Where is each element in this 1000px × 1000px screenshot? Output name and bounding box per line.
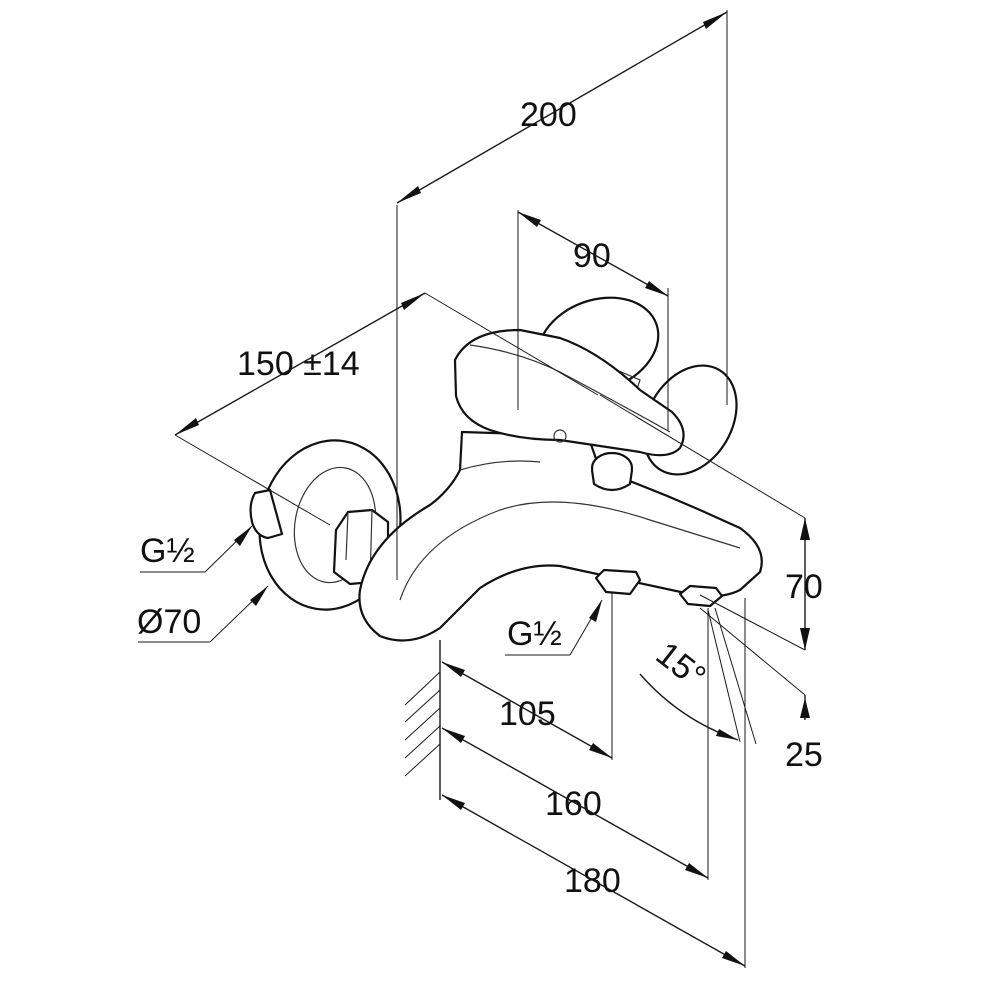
lever-handle bbox=[453, 328, 685, 457]
dim-160-label: 160 bbox=[545, 785, 602, 823]
dim-180-label: 180 bbox=[564, 862, 621, 900]
dim-25-label: 25 bbox=[785, 736, 823, 774]
dimension-labels: 200 90 150 ±14 70 25 15° 105 160 180 G½ … bbox=[137, 96, 823, 900]
dim-105-label: 105 bbox=[499, 695, 556, 733]
dimension-lines bbox=[138, 10, 810, 968]
dim-70-label: 70 bbox=[785, 568, 823, 606]
dim-150-label: 150 ±14 bbox=[237, 345, 360, 383]
dim-90-label: 90 bbox=[573, 237, 611, 275]
outlet-thread-label: G½ bbox=[507, 615, 562, 653]
rosette-diameter-label: Ø70 bbox=[137, 603, 201, 641]
wall-hatch bbox=[404, 640, 441, 800]
dim-200-label: 200 bbox=[520, 96, 577, 134]
angle-15-label: 15° bbox=[649, 635, 713, 697]
diverter-knob bbox=[590, 451, 634, 492]
inlet-thread-label: G½ bbox=[140, 532, 195, 570]
faucet-illustration bbox=[249, 296, 763, 642]
